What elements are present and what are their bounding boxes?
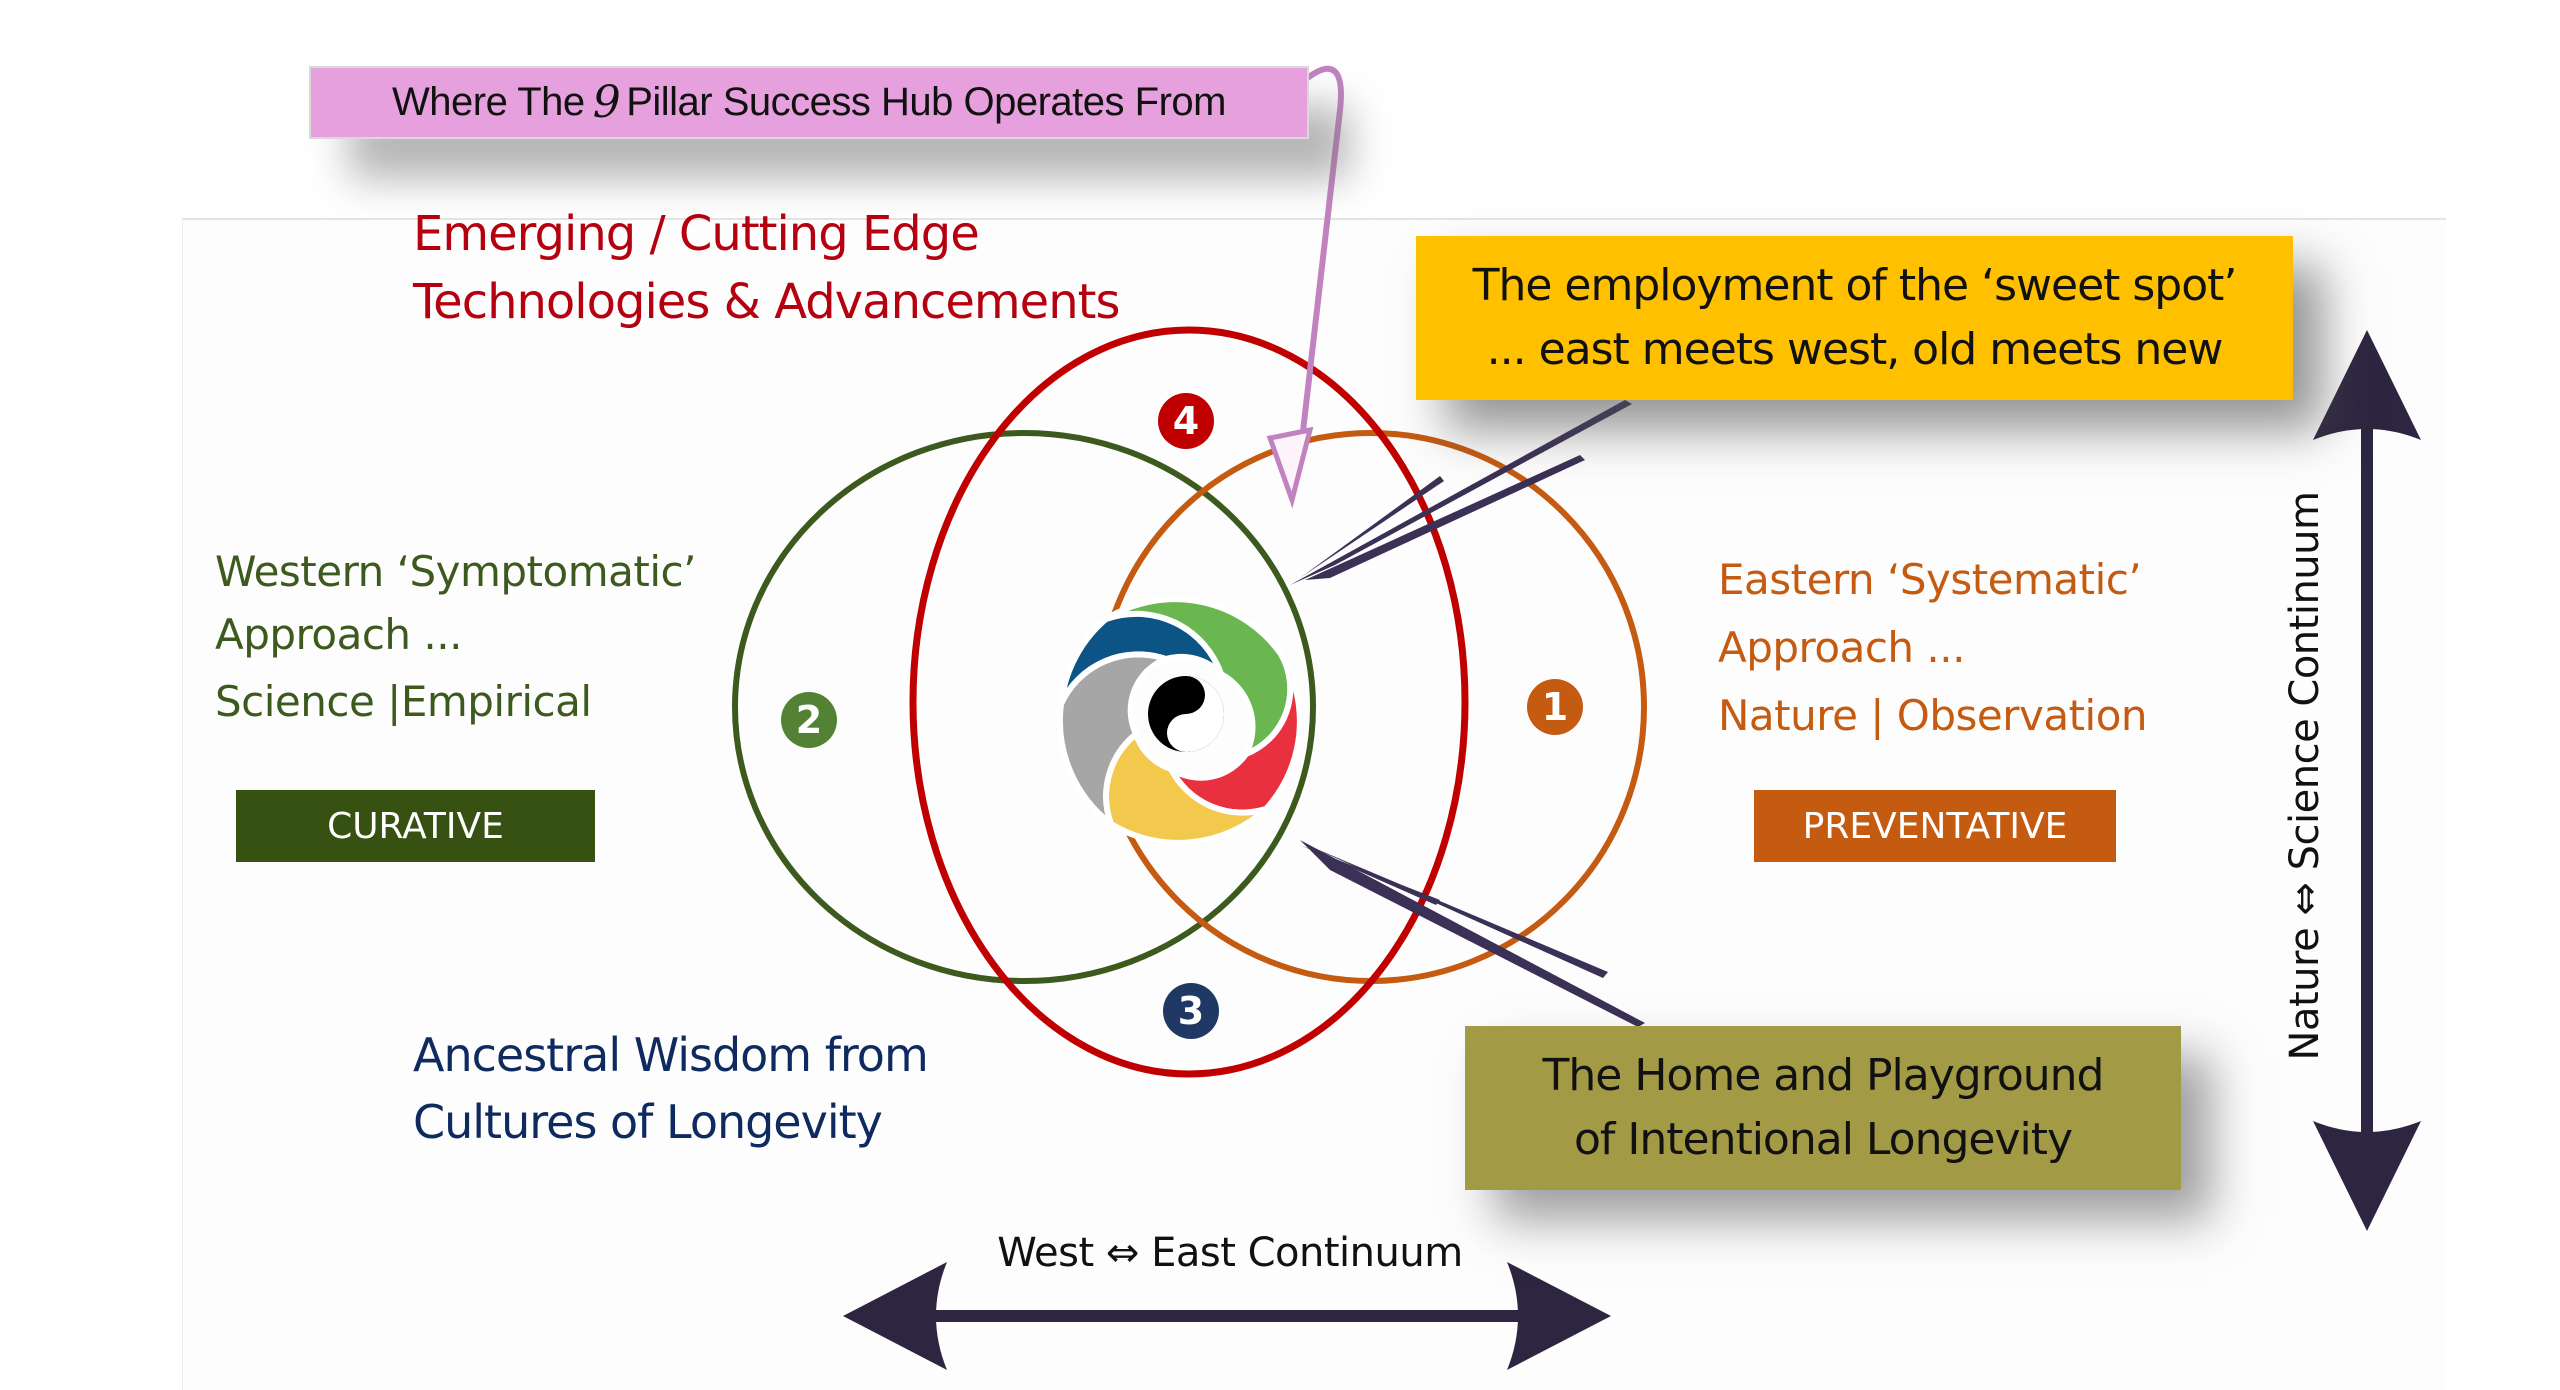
badge-4: 4: [1158, 393, 1214, 449]
west-east-continuum-label: West ⇔ East Continuum: [997, 1230, 1463, 1276]
emerging-technologies-label: Emerging / Cutting Edge Technologies & A…: [413, 200, 1120, 336]
western-line-3: Science |Empirical: [215, 677, 592, 726]
home-playground-callout: The Home and Playground of Intentional L…: [1465, 1026, 2181, 1190]
banner-prefix: Where The: [392, 80, 585, 124]
yin-yang-icon: [1148, 676, 1224, 752]
sweet-spot-pointer: [1290, 400, 1632, 585]
western-line-2: Approach ...: [215, 610, 462, 659]
hub-location-banner: Where The 9 Pillar Success Hub Operates …: [309, 66, 1309, 139]
sweet-spot-line-2: ... east meets west, old meets new: [1486, 324, 2224, 375]
eastern-line-2: Approach ...: [1718, 623, 1965, 672]
banner-suffix: Pillar Success Hub Operates From: [626, 80, 1226, 124]
western-line-1: Western ‘Symptomatic’: [215, 547, 696, 596]
home-line-2: of Intentional Longevity: [1573, 1114, 2073, 1165]
eastern-line-3: Nature | Observation: [1718, 691, 2148, 740]
hub-pointer-arrow: [1266, 65, 1344, 509]
emerging-line-1: Emerging / Cutting Edge: [413, 206, 980, 262]
eastern-line-1: Eastern ‘Systematic’: [1718, 555, 2142, 604]
eastern-approach-label: Eastern ‘Systematic’ Approach ... Nature…: [1718, 546, 2148, 750]
preventative-tag: PREVENTATIVE: [1754, 790, 2116, 862]
badge-1: 1: [1527, 679, 1583, 735]
ancestral-line-1: Ancestral Wisdom from: [413, 1028, 929, 1082]
emerging-ellipse: [909, 326, 1469, 1078]
logo-segment-blue: [1058, 610, 1224, 706]
home-pointer: [1300, 840, 1645, 1027]
home-line-1: The Home and Playground: [1542, 1050, 2105, 1101]
sweet-spot-line-1: The employment of the ‘sweet spot’: [1472, 260, 2238, 311]
western-approach-label: Western ‘Symptomatic’ Approach ... Scien…: [215, 540, 696, 733]
nature-science-arrow: [2313, 330, 2421, 1231]
emerging-line-2: Technologies & Advancements: [413, 274, 1120, 330]
nature-science-continuum-label: Nature ⇔ Science Continuum: [2282, 491, 2328, 1061]
yin-yang-swirl-logo: [1056, 596, 1303, 846]
west-east-arrow: [843, 1262, 1611, 1370]
nine-glyph: 9: [592, 77, 621, 128]
badge-2: 2: [781, 692, 837, 748]
badge-3: 3: [1163, 983, 1219, 1039]
ancestral-line-2: Cultures of Longevity: [413, 1095, 883, 1149]
curative-tag: CURATIVE: [236, 790, 595, 862]
ancestral-wisdom-label: Ancestral Wisdom from Cultures of Longev…: [413, 1022, 929, 1156]
sweet-spot-callout: The employment of the ‘sweet spot’ ... e…: [1416, 236, 2293, 400]
western-circle: [732, 430, 1316, 984]
